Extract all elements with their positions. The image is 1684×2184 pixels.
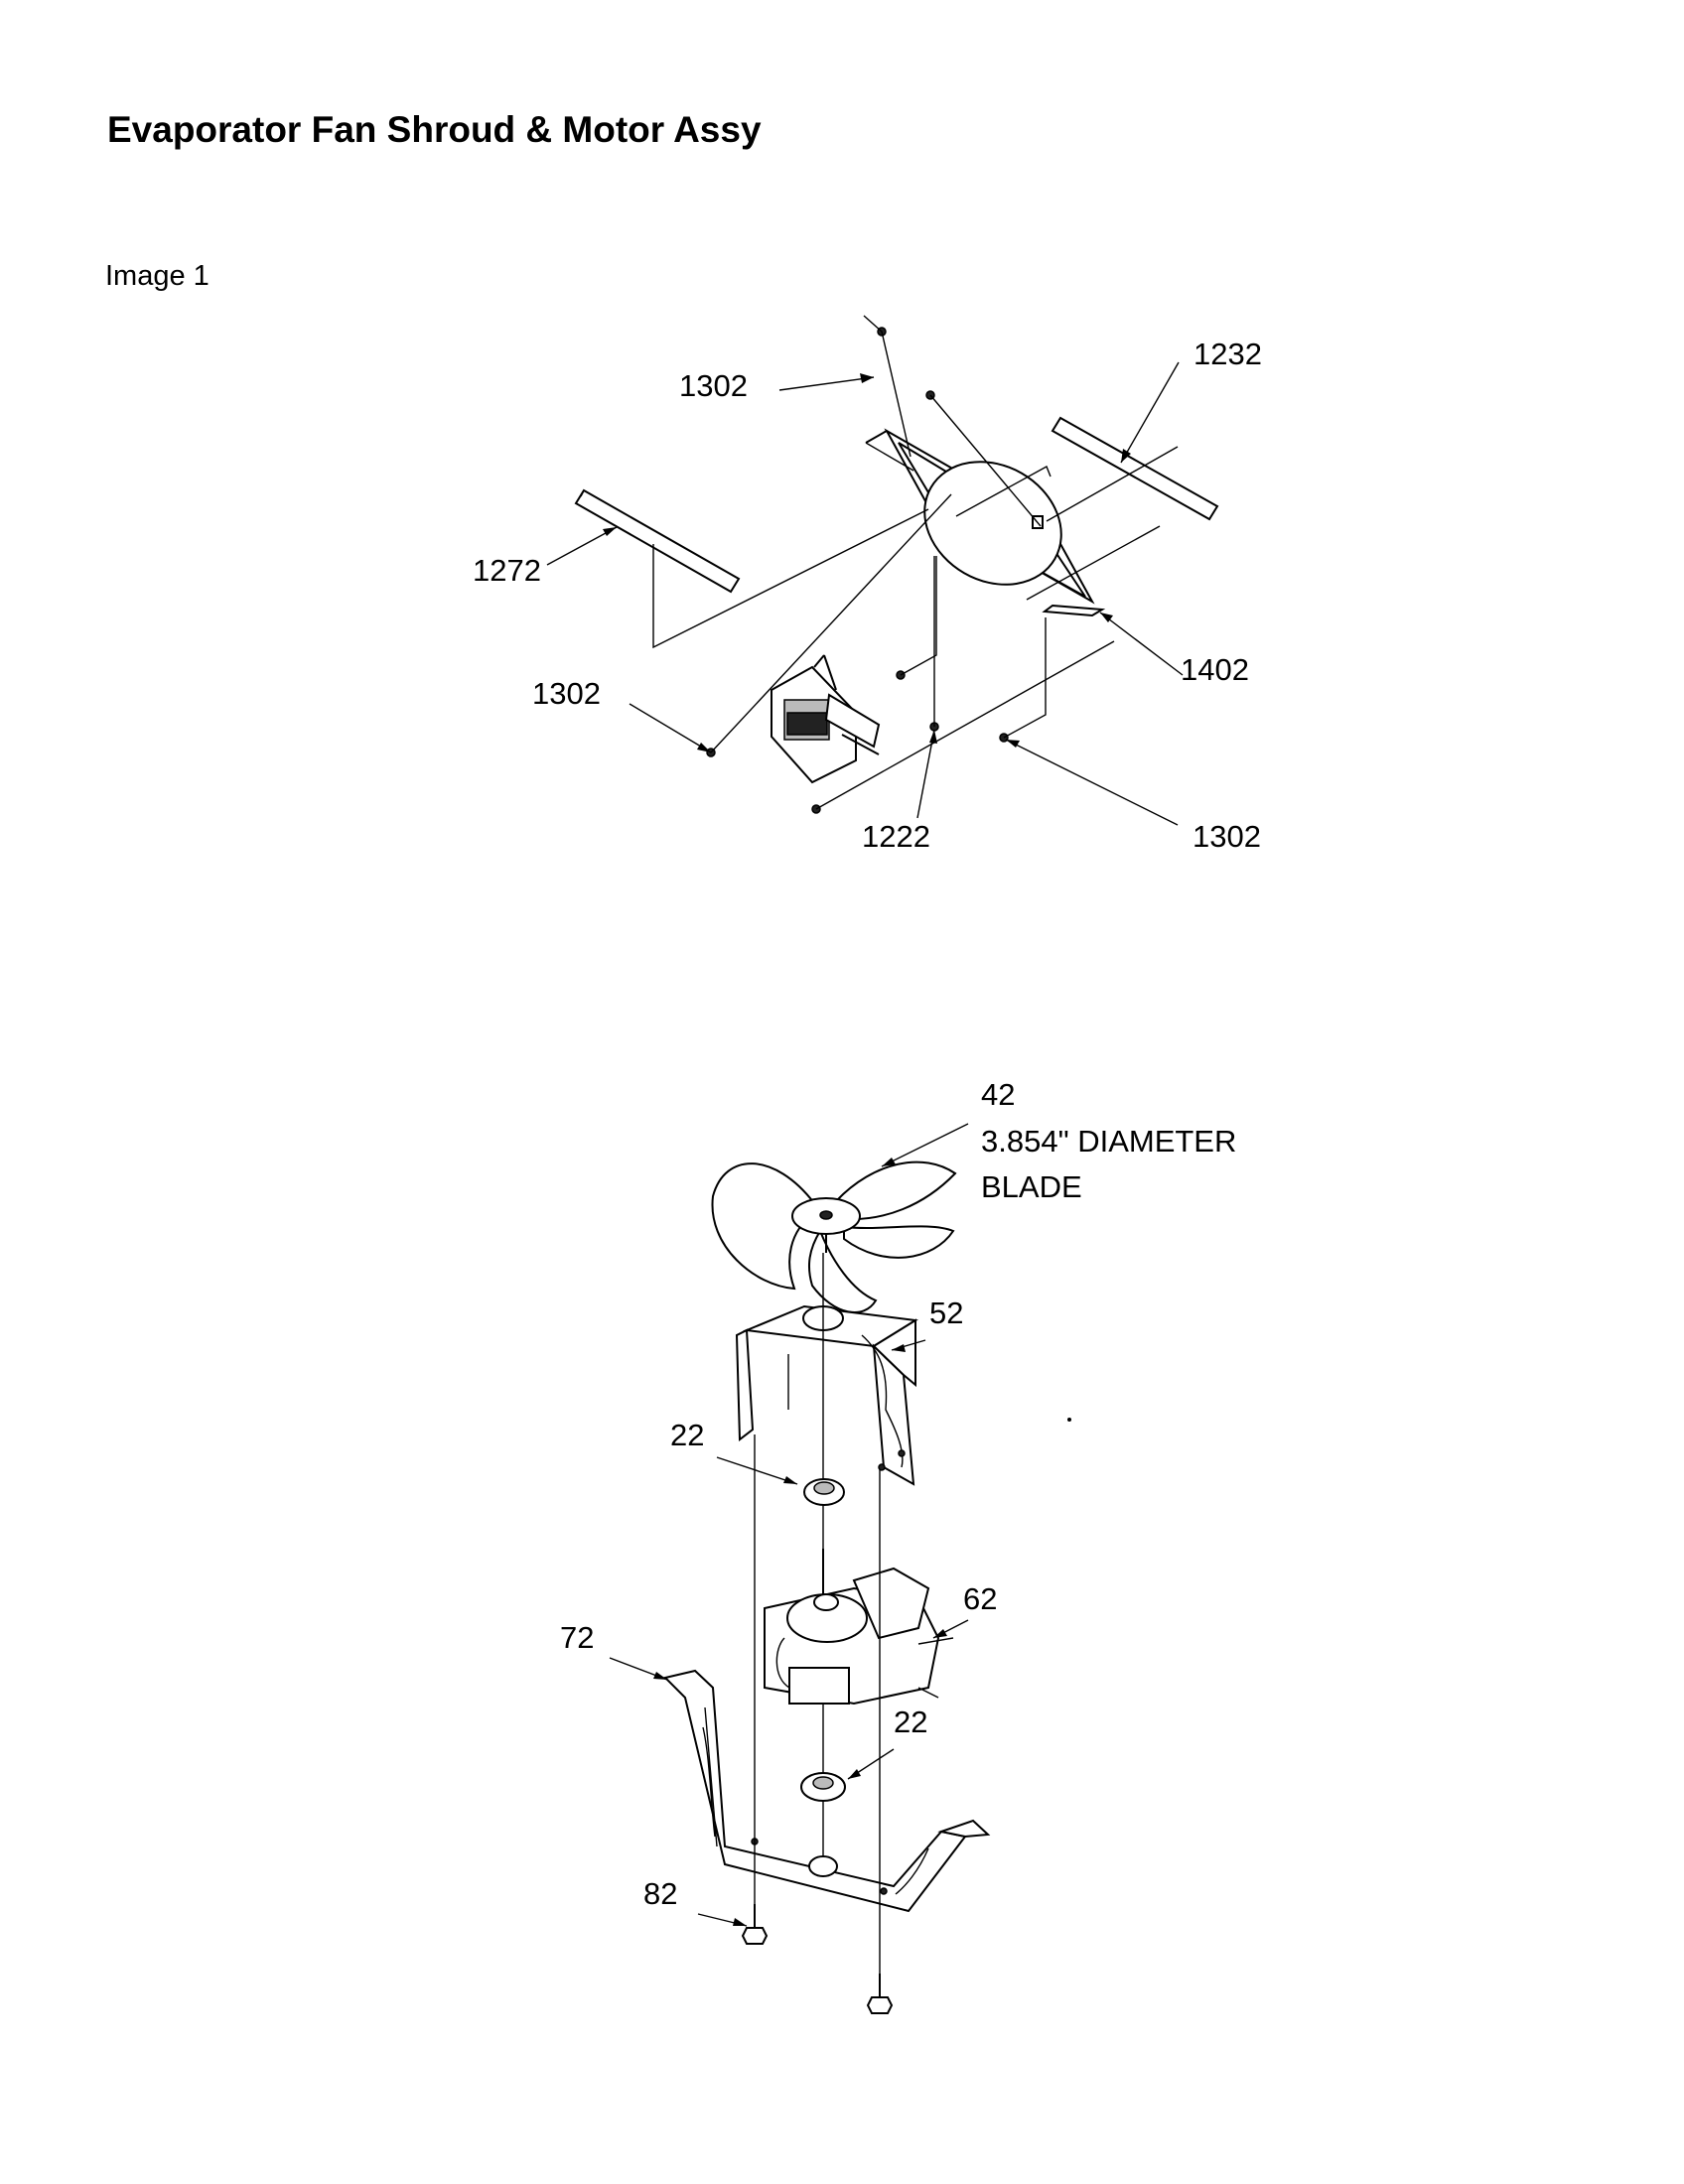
callout-1302-b: 1302	[532, 676, 601, 711]
leaders-top	[546, 361, 1184, 826]
fan-blade-42	[711, 1160, 957, 1313]
callout-42: 42	[981, 1077, 1015, 1112]
leaders-bottom	[609, 1123, 969, 1927]
rail-1272	[574, 488, 741, 594]
callout-22-a: 22	[670, 1418, 704, 1452]
bracket-52	[735, 1304, 918, 1486]
bottom-assembly: 42 3.854" DIAMETER BLADE 52 22 62 72 22 …	[560, 1077, 1236, 2014]
screws-82	[741, 1904, 894, 2014]
assembly-lines-top	[652, 315, 1179, 810]
callout-52: 52	[929, 1296, 963, 1330]
page-title: Evaporator Fan Shroud & Motor Assy	[107, 109, 762, 150]
callout-82: 82	[643, 1876, 677, 1911]
grommet-22-upper	[803, 1478, 845, 1506]
callout-1222: 1222	[862, 819, 930, 854]
shroud-1402	[865, 428, 1106, 617]
bracket-72	[663, 1669, 991, 1913]
callout-1272: 1272	[473, 553, 541, 588]
callout-62: 62	[963, 1581, 997, 1616]
callout-22-b: 22	[894, 1705, 927, 1739]
assembly-lines-bottom	[754, 1253, 881, 1974]
motor-62	[764, 1549, 954, 1706]
callout-42-desc-line1: 3.854" DIAMETER	[981, 1124, 1236, 1159]
top-assembly: 1302 1232 1272 1302 1402 1222 1302	[473, 315, 1262, 854]
callout-1302-a: 1302	[679, 368, 748, 403]
callout-1232: 1232	[1193, 337, 1262, 371]
grommet-22-lower	[800, 1772, 846, 1802]
callout-1302-c: 1302	[1193, 819, 1261, 854]
image-label: Image 1	[105, 260, 210, 292]
callout-1402: 1402	[1181, 652, 1249, 687]
rail-1232	[1051, 416, 1219, 521]
motor-assembly-top	[771, 654, 881, 784]
callout-42-desc-line2: BLADE	[981, 1169, 1082, 1204]
callout-72: 72	[560, 1620, 594, 1655]
